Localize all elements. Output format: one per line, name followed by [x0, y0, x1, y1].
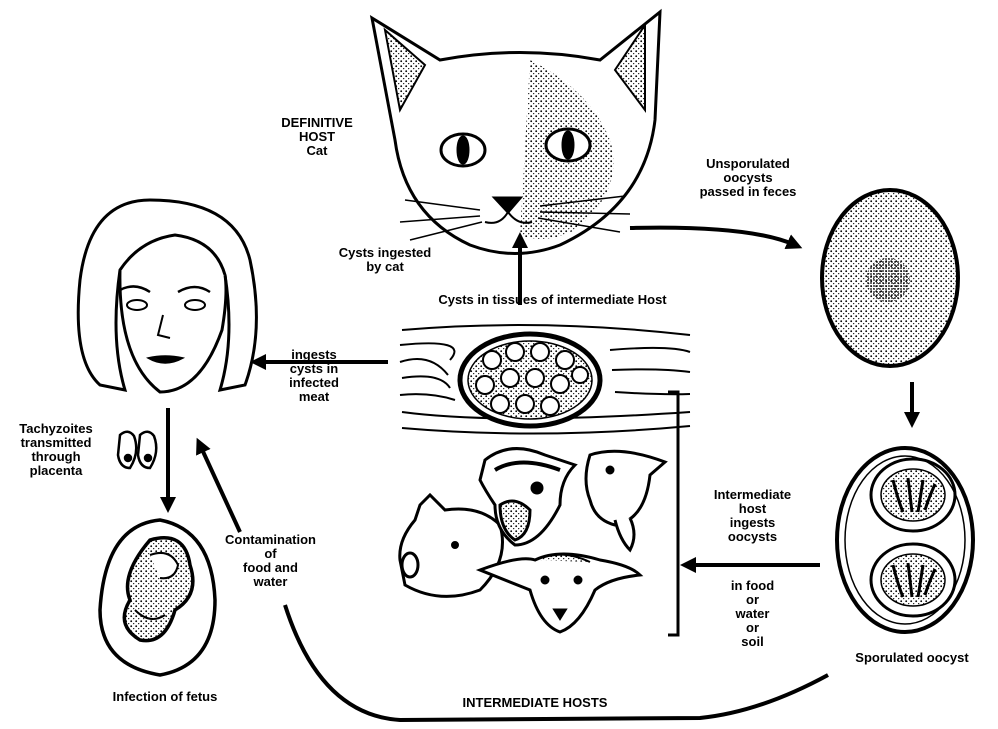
cysts-in-tissues-label: Cysts in tissues of intermediate Host	[380, 293, 725, 307]
sporulated-oocyst-icon	[837, 448, 973, 632]
unsporulated-label: Unsporulated oocysts passed in feces	[668, 157, 828, 199]
arrow-cat-to-oocyst	[630, 228, 795, 245]
arrow-contamination-to-woman	[200, 445, 240, 532]
intermediate-ingests-label: Intermediate host ingests oocysts	[690, 488, 815, 544]
farm-animals-icon	[400, 449, 665, 632]
tachyzoites-icon	[118, 432, 156, 468]
in-food-label: in food or water or soil	[705, 579, 800, 649]
fetus-icon	[100, 520, 215, 675]
cysts-ingested-label: Cysts ingested by cat	[325, 246, 445, 274]
tachyzoites-label: Tachyzoites transmitted through placenta	[2, 422, 110, 478]
tissue-cyst-icon	[400, 325, 690, 434]
unsporulated-oocyst-icon	[822, 190, 958, 366]
ingests-cysts-label: ingests cysts in infected meat	[268, 348, 360, 404]
cat-head-icon	[372, 12, 660, 254]
woman-head-icon	[78, 200, 256, 392]
intermediate-hosts-label: INTERMEDIATE HOSTS	[400, 696, 670, 710]
contamination-label: Contamination of food and water	[208, 533, 333, 589]
infection-fetus-label: Infection of fetus	[70, 690, 260, 704]
definitive-host-label: DEFINITIVE HOST Cat	[262, 116, 372, 158]
sporulated-label: Sporulated oocyst	[826, 651, 998, 665]
